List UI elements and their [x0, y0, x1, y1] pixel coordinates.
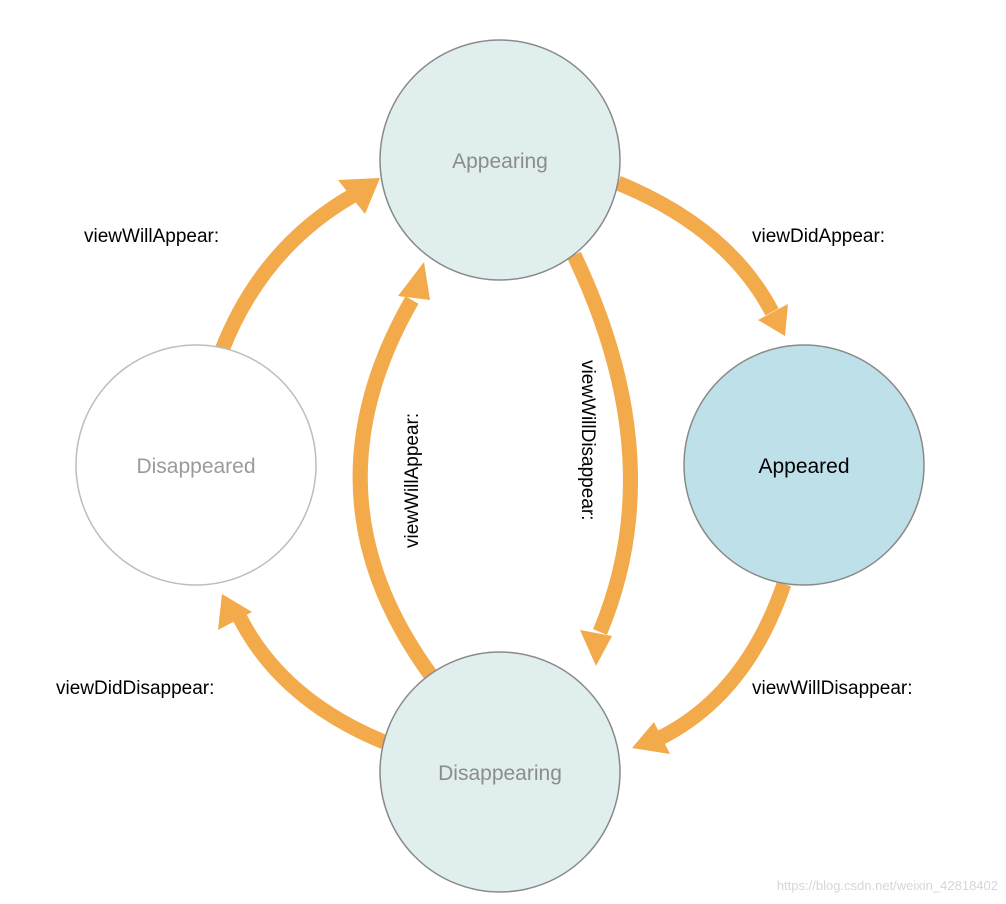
state-appeared-circle — [683, 344, 925, 586]
label-disappearing-to-appearing: viewWillAppear: — [402, 413, 423, 548]
arrow-appearing-to-disappearing — [567, 251, 638, 635]
state-appeared: Appeared — [683, 344, 925, 586]
arrowhead-to-appearing-inner — [398, 262, 430, 300]
arrowhead-to-disappearing-inner — [580, 630, 612, 666]
state-disappearing-label: Disappearing — [438, 762, 562, 785]
arrowhead-to-disappearing-outer — [632, 722, 670, 754]
label-disappeared-to-appearing: viewWillAppear: — [84, 226, 219, 247]
state-disappearing-circle — [379, 651, 621, 893]
state-appearing: Appearing — [379, 39, 621, 281]
arrowheads — [218, 178, 788, 754]
watermark-url: https://blog.csdn.net/weixin_42818402 — [777, 878, 998, 893]
arrowhead-to-appearing-outer — [338, 178, 380, 214]
arrow-disappeared-to-appearing — [215, 189, 356, 353]
arrow-disappearing-to-appearing — [352, 296, 437, 679]
arrow-appeared-to-disappearing — [656, 581, 792, 745]
state-disappeared-circle — [75, 344, 317, 586]
label-appearing-to-appeared: viewDidAppear: — [752, 226, 885, 247]
state-appearing-circle — [379, 39, 621, 281]
state-appeared-label: Appeared — [758, 455, 849, 478]
state-disappearing: Disappearing — [379, 651, 621, 893]
arrowhead-to-disappeared — [218, 594, 252, 630]
arrow-disappearing-to-disappeared — [233, 614, 387, 749]
label-disappearing-to-disappeared: viewDidDisappear: — [56, 678, 214, 699]
label-appeared-to-disappearing: viewWillDisappear: — [752, 678, 913, 699]
label-appearing-to-disappearing: viewWillDisappear: — [577, 360, 598, 521]
state-disappeared-label: Disappeared — [136, 455, 255, 478]
arrow-appearing-to-appeared — [615, 176, 779, 316]
transition-arrows — [215, 176, 792, 749]
state-disappeared: Disappeared — [75, 344, 317, 586]
state-appearing-label: Appearing — [452, 150, 548, 173]
arrowhead-to-appeared — [758, 304, 788, 336]
